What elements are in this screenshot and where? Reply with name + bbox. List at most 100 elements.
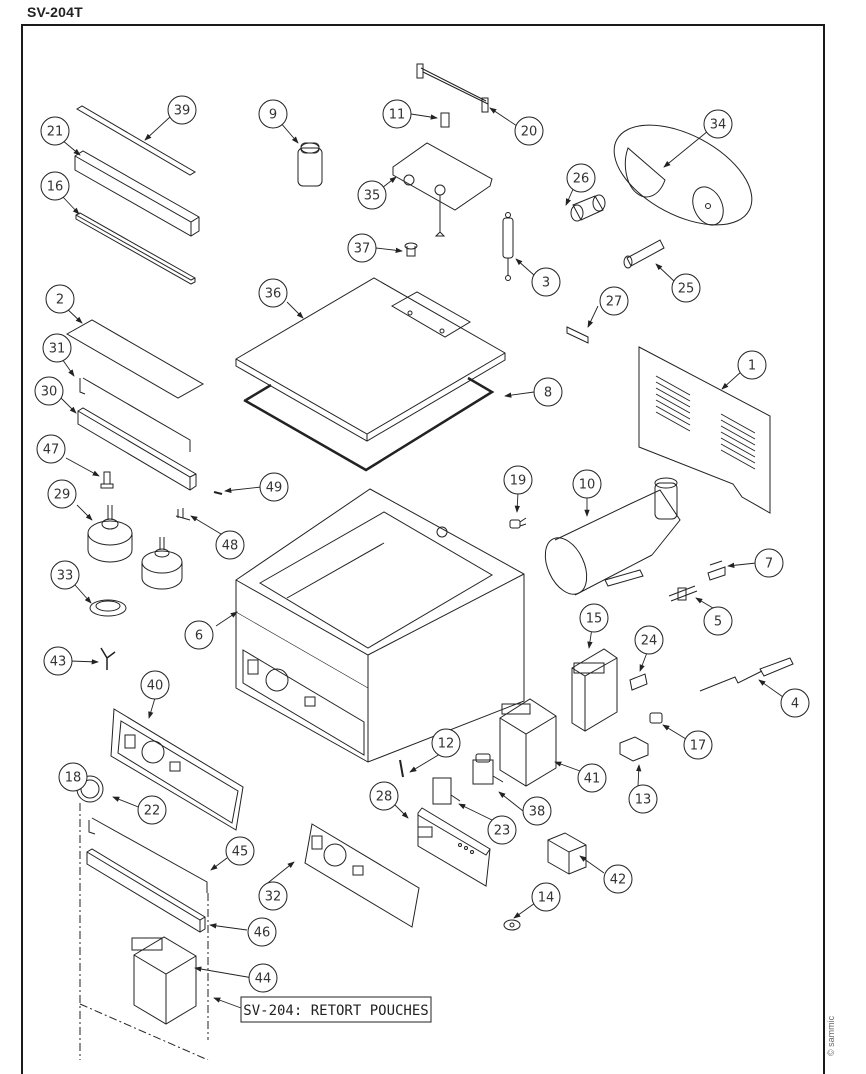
callout-circle [47, 479, 77, 509]
callout-number: 6 [195, 629, 203, 644]
callout-10: 10 [572, 469, 602, 499]
part-28-board [417, 807, 491, 887]
callout-circle [628, 784, 658, 814]
callout-30: 30 [34, 376, 64, 406]
part-24-fuse-holder [629, 673, 648, 691]
part-14-foot [503, 919, 521, 931]
callout-circle [259, 472, 289, 502]
callout-circle [36, 434, 66, 464]
leader-lines [59, 107, 784, 1009]
callout-number: 30 [41, 385, 58, 400]
callout-13: 13 [628, 784, 658, 814]
callout-number: 4 [791, 697, 799, 712]
callout-number: 29 [54, 488, 71, 503]
part-20-rod [416, 63, 489, 113]
part-10-pump [544, 477, 681, 596]
callout-circle [634, 625, 664, 655]
callout-circle [780, 688, 810, 718]
callout-number: 37 [354, 242, 371, 257]
callout-22: 22 [137, 795, 167, 825]
callout-47: 47 [36, 434, 66, 464]
callout-31: 31 [42, 333, 72, 363]
callout-number: 17 [690, 739, 707, 754]
callout-circle [703, 606, 733, 636]
callout-number: 31 [49, 342, 66, 357]
callout-circle [215, 530, 245, 560]
callout-number: 12 [438, 737, 455, 752]
part-31-bracket [79, 377, 191, 452]
callout-32: 32 [258, 881, 288, 911]
callout-15: 15 [579, 603, 609, 633]
callout-14: 14 [531, 882, 561, 912]
callout-circle [43, 646, 73, 676]
callout-41: 41 [577, 763, 607, 793]
callout-circle [579, 603, 609, 633]
part-1-grille [638, 346, 771, 514]
callout-circle [431, 728, 461, 758]
callout-35: 35 [357, 180, 387, 210]
part-43-y-fitting [100, 647, 116, 670]
part-38-valve [472, 753, 504, 785]
callout-17: 17 [683, 730, 713, 760]
callout-number: 24 [641, 634, 658, 649]
callout-circle [671, 273, 701, 303]
part-39-strip [76, 105, 196, 176]
callout-42: 42 [603, 864, 633, 894]
part-40-panel-frame [110, 708, 244, 831]
callout-circle [577, 763, 607, 793]
callout-number: 41 [584, 772, 601, 787]
callout-circle [603, 864, 633, 894]
drawing-frame [21, 24, 825, 1074]
callout-49: 49 [259, 472, 289, 502]
callout-number: 46 [254, 926, 271, 941]
callout-circle [531, 267, 561, 297]
part-3-gas-spring [502, 212, 514, 281]
callout-43: 43 [43, 646, 73, 676]
callout-40: 40 [140, 670, 170, 700]
callout-number: 34 [710, 118, 727, 133]
callout-circle [572, 469, 602, 499]
callout-number: 27 [606, 295, 623, 310]
callout-circle [599, 286, 629, 316]
callout-circle [487, 815, 517, 845]
part-27-block [566, 326, 589, 344]
callout-circle [357, 180, 387, 210]
part-49-spring [213, 491, 223, 495]
callout-39: 39 [167, 95, 197, 125]
callout-circle [382, 99, 412, 129]
part-34-disc [613, 124, 753, 226]
callout-16: 16 [40, 171, 70, 201]
callout-number: 2 [56, 293, 64, 308]
callout-7: 7 [754, 548, 784, 578]
part-25-pin [623, 239, 665, 269]
callout-circle [703, 109, 733, 139]
callout-circle [258, 99, 288, 129]
part-37-screw [404, 242, 418, 257]
callout-23: 23 [487, 815, 517, 845]
callout-2: 2 [45, 284, 75, 314]
callout-34: 34 [703, 109, 733, 139]
callout-number: 8 [544, 386, 552, 401]
callout-circle [137, 795, 167, 825]
part-2-plate [65, 319, 205, 399]
part-47-bolt [100, 471, 114, 489]
callout-circle [514, 116, 544, 146]
callout-24: 24 [634, 625, 664, 655]
callout-number: 45 [232, 845, 249, 860]
part-30-holder [77, 407, 197, 491]
part-41-transformer [499, 698, 557, 787]
part-26-bushing [570, 194, 606, 222]
callout-circle [248, 963, 278, 993]
callout-number: 14 [538, 891, 555, 906]
callout-number: 38 [529, 805, 546, 820]
callout-44: 44 [248, 963, 278, 993]
part-35-plate [392, 142, 493, 237]
part-6-housing [235, 488, 525, 763]
callout-number: 44 [255, 972, 272, 987]
callout-number: 25 [678, 282, 695, 297]
callout-18: 18 [58, 762, 88, 792]
callout-circle [503, 465, 533, 495]
callout-number: 48 [222, 539, 239, 554]
callout-36: 36 [258, 278, 288, 308]
callout-circle [369, 781, 399, 811]
